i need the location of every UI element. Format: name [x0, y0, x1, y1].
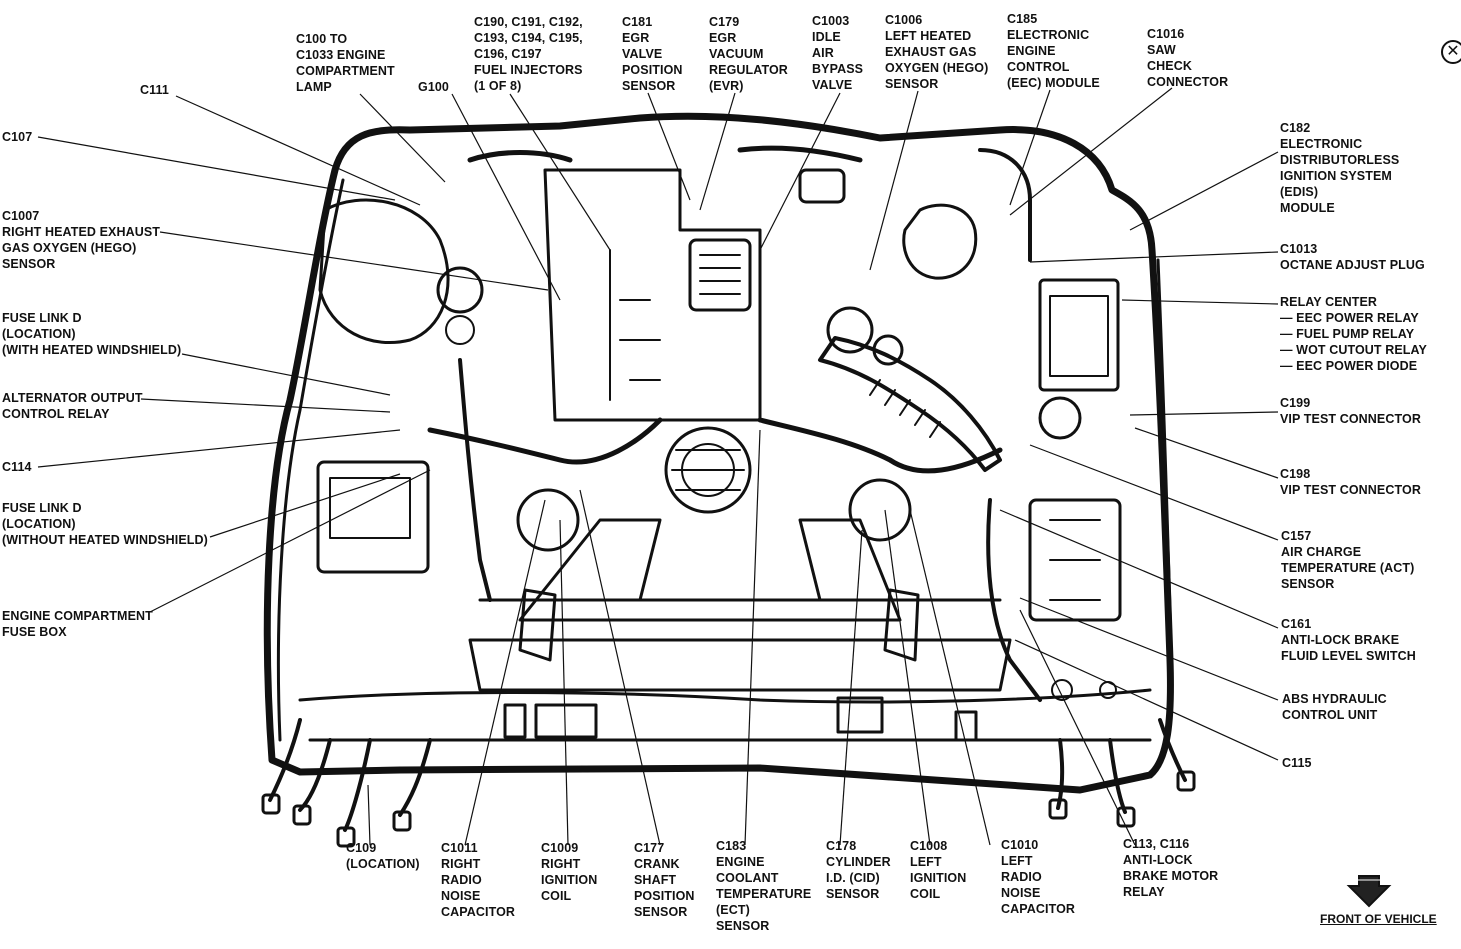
- label-c1007: C1007 RIGHT HEATED EXHAUST GAS OXYGEN (H…: [2, 209, 161, 271]
- label-fuse-link-without: FUSE LINK D (LOCATION) (WITHOUT HEATED W…: [2, 501, 208, 547]
- label-c198: C198 VIP TEST CONNECTOR: [1280, 467, 1421, 497]
- leader-c107: [37, 136, 396, 201]
- label-c115: C115: [1282, 756, 1312, 770]
- label-c1016: C1016 SAW CHECK CONNECTOR: [1147, 27, 1229, 89]
- alternator: [664, 426, 752, 514]
- leader-c113: [1019, 609, 1136, 846]
- label-c111: C111: [140, 83, 169, 97]
- label-c109: C109 (LOCATION): [346, 841, 420, 871]
- label-c1008: C1008 LEFT IGNITION COIL: [910, 839, 967, 901]
- front-arrow-icon: [1346, 875, 1392, 908]
- leader-relay-center: [1121, 299, 1279, 305]
- leader-c161: [999, 509, 1279, 629]
- front-of-vehicle-label: FRONT OF VEHICLE: [1320, 912, 1437, 926]
- close-icon: ✕: [1446, 41, 1460, 60]
- label-c177: C177 CRANK SHAFT POSITION SENSOR: [634, 841, 695, 919]
- label-c185: C185 ELECTRONIC ENGINE CONTROL (EEC) MOD…: [1007, 12, 1100, 90]
- leader-c199: [1129, 411, 1279, 416]
- leader-fuse-box: [149, 469, 431, 613]
- label-abs-unit: ABS HYDRAULIC CONTROL UNIT: [1282, 692, 1387, 722]
- leader-fuse-link-without: [209, 473, 401, 538]
- leader-c115: [1014, 639, 1279, 761]
- leader-abs-unit: [1019, 597, 1279, 701]
- left-ignition-coil: [848, 478, 912, 542]
- leader-c185: [1009, 89, 1051, 206]
- leader-c178: [839, 529, 863, 846]
- label-c1006: C1006 LEFT HEATED EXHAUST GAS OXYGEN (HE…: [885, 13, 989, 91]
- label-c107: C107: [2, 130, 33, 144]
- label-c179: C179 EGR VACUUM REGULATOR (EVR): [709, 15, 788, 93]
- leader-c1003: [759, 92, 841, 251]
- leader-c177: [579, 489, 661, 846]
- leader-c190: [509, 93, 611, 251]
- leader-c100: [359, 93, 446, 183]
- leader-g100: [451, 93, 561, 301]
- label-c100: C100 TO C1033 ENGINE COMPARTMENT LAMP: [296, 32, 395, 94]
- leader-c183: [744, 429, 761, 846]
- leader-c1010: [909, 509, 991, 846]
- leader-c157: [1029, 444, 1279, 541]
- leader-c1009: [559, 519, 569, 846]
- label-c1011: C1011 RIGHT RADIO NOISE CAPACITOR: [441, 841, 516, 919]
- leader-c114: [37, 429, 401, 468]
- leader-c1007: [159, 231, 549, 291]
- leader-c182: [1129, 151, 1279, 231]
- leader-c1008: [884, 509, 931, 846]
- leader-c1011: [464, 499, 546, 846]
- leader-alternator-relay: [140, 398, 391, 413]
- label-c114: C114: [2, 460, 32, 474]
- right-ignition-coil: [516, 488, 580, 552]
- air-intake-tube: [818, 336, 1002, 472]
- leader-fuse-link-with: [181, 353, 391, 396]
- label-relay-center: RELAY CENTER — EEC POWER RELAY — FUEL PU…: [1280, 295, 1427, 373]
- leader-c181: [647, 92, 691, 201]
- label-fuse-link-with: FUSE LINK D (LOCATION) (WITH HEATED WIND…: [2, 311, 182, 357]
- leader-c111: [175, 95, 421, 206]
- leader-c1013: [1029, 251, 1279, 263]
- label-c1009: C1009 RIGHT IGNITION COIL: [541, 841, 598, 903]
- leader-c198: [1134, 427, 1279, 479]
- label-g100: G100: [418, 80, 449, 94]
- leader-c1016: [1009, 87, 1173, 216]
- label-c161: C161 ANTI-LOCK BRAKE FLUID LEVEL SWITCH: [1281, 617, 1416, 663]
- engine-block: [518, 518, 902, 622]
- label-c1010: C1010 LEFT RADIO NOISE CAPACITOR: [1001, 838, 1076, 916]
- relay-center-drawing: [1038, 278, 1120, 392]
- egr-valve: [688, 238, 752, 312]
- label-c199: C199 VIP TEST CONNECTOR: [1280, 396, 1421, 426]
- outer-wiring-harness: [263, 112, 1174, 794]
- label-c1003: C1003 IDLE AIR BYPASS VALVE: [812, 14, 864, 92]
- label-c183: C183 ENGINE COOLANT TEMPERATURE (ECT) SE…: [716, 839, 812, 933]
- leader-c179: [699, 92, 736, 211]
- fuse-box-drawing: [316, 460, 430, 574]
- label-alternator-relay: ALTERNATOR OUTPUT CONTROL RELAY: [2, 391, 143, 421]
- label-c157: C157 AIR CHARGE TEMPERATURE (ACT) SENSOR: [1281, 529, 1415, 591]
- label-c181: C181 EGR VALVE POSITION SENSOR: [622, 15, 683, 93]
- label-c178: C178 CYLINDER I.D. (CID) SENSOR: [826, 839, 891, 901]
- leader-c1006: [869, 90, 919, 271]
- label-fuse-box: ENGINE COMPARTMENT FUSE BOX: [2, 609, 153, 639]
- label-c190: C190, C191, C192, C193, C194, C195, C196…: [474, 15, 583, 93]
- leader-c109: [367, 784, 371, 846]
- intake-manifold: [543, 168, 762, 422]
- close-button[interactable]: ✕: [1441, 40, 1461, 64]
- label-c113: C113, C116 ANTI-LOCK BRAKE MOTOR RELAY: [1123, 837, 1219, 899]
- label-c1013: C1013 OCTANE ADJUST PLUG: [1280, 242, 1425, 272]
- label-c182: C182 ELECTRONIC DISTRIBUTORLESS IGNITION…: [1280, 121, 1400, 215]
